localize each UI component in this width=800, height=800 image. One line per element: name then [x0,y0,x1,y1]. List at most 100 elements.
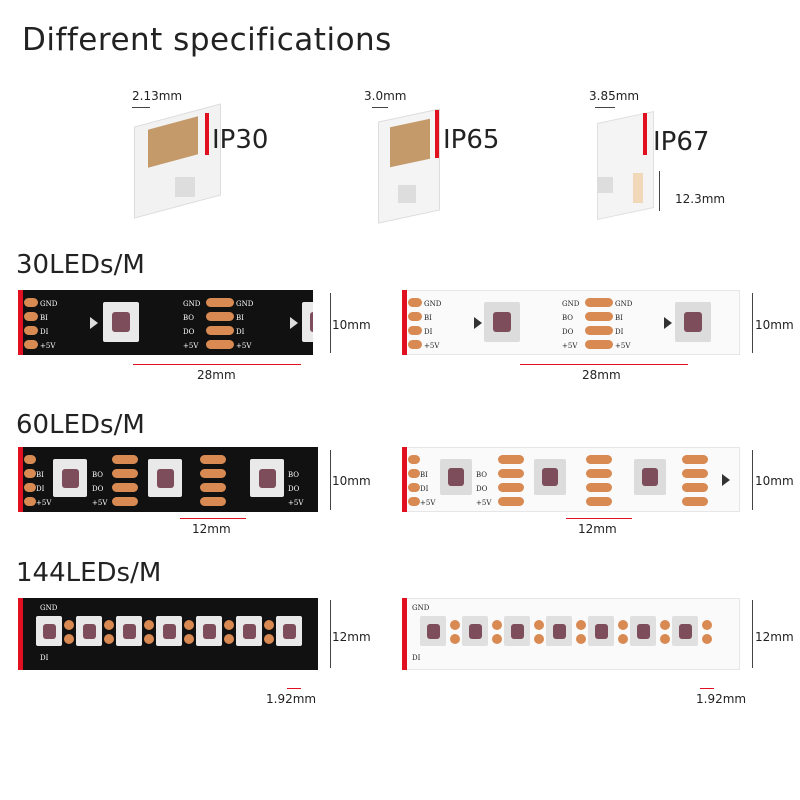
ip67-red-marker [643,113,647,155]
led-chip [116,616,142,646]
led-chip [588,616,614,646]
strip-cut-marker [18,447,23,512]
direction-arrow-icon [290,317,298,329]
strip-60-black-width: 10mm [332,474,371,488]
ip65-label: IP65 [443,125,500,155]
width-dim-tick [330,293,331,353]
led-chip [420,616,446,646]
ip65-adhesive [390,118,430,168]
pad-label-bi: BI [236,314,244,322]
pad-label-bo: BO [183,314,195,322]
pad-label-gnd: GND [562,300,580,308]
pad-label-bo: BO [92,471,104,479]
pad-label-di: DI [412,654,421,662]
ip67-led [597,177,613,193]
strip-30-black-width: 10mm [332,318,371,332]
pad-label-5v: +5V [420,499,436,507]
led-chip [675,302,711,342]
led-chip [76,616,102,646]
led-chip [462,616,488,646]
pad-label-gnd: GND [236,300,254,308]
section-30-leds-label: 30LEDs/M [16,250,145,280]
pad-label-di: DI [40,654,49,662]
pad-label-5v: +5V [615,342,631,350]
direction-arrow-icon [664,317,672,329]
pad-label-bi: BI [420,471,428,479]
width-dim-tick [752,600,753,668]
led-chip [634,459,666,495]
pad-label-do: DO [476,485,488,493]
pitch-dim-line [700,688,714,689]
strip-144-white-pitch: 1.92mm [696,692,747,706]
pad-label-5v: +5V [288,499,304,507]
width-dim-tick [752,293,753,353]
ip65-red-marker [435,110,439,158]
led-chip [630,616,656,646]
strip-60-white: BI DI +5V BO DO +5V [402,447,740,512]
pitch-dim-line [566,518,632,519]
strip-30-white-pitch: 28mm [582,368,621,382]
pad-label-gnd: GND [40,300,58,308]
strip-60-black-pitch: 12mm [192,522,231,536]
led-chip [236,616,262,646]
led-chip [276,616,302,646]
pad-label-do: DO [92,485,104,493]
led-chip [302,302,313,342]
pitch-dim-line [520,364,688,365]
ip67-pads [633,173,643,203]
pad-label-gnd: GND [40,604,58,612]
ip67-width-line [659,171,660,211]
ip67-dim-line [595,107,615,108]
pad-label-5v: +5V [36,499,52,507]
pad-label-do: DO [562,328,574,336]
strip-cut-marker [18,290,23,355]
width-dim-tick [330,450,331,510]
ip30-red-marker [205,113,209,155]
pad-label-di: DI [236,328,245,336]
pad-label-5v: +5V [562,342,578,350]
pad-label-bo: BO [288,471,300,479]
pad-label-do: DO [288,485,300,493]
pad-label-bi: BI [36,471,44,479]
led-chip [250,459,284,497]
direction-arrow-icon [722,474,730,486]
pad-label-bo: BO [476,471,488,479]
page-title: Different specifications [22,22,392,58]
strip-144-white-width: 12mm [755,630,794,644]
ip30-thickness: 2.13mm [132,89,183,103]
pad-label-di: DI [40,328,49,336]
ip30-led [175,177,195,197]
width-dim-tick [330,600,331,668]
ip65-dim-line [372,107,388,108]
pad-label-gnd: GND [424,300,442,308]
ip65-sample: 3.0mm IP65 [360,85,530,225]
led-chip [484,302,520,342]
pad-label-5v: +5V [424,342,440,350]
pad-label-gnd: GND [412,604,430,612]
ip67-sample: 3.85mm IP67 12.3mm [585,85,765,225]
pad-label-di: DI [615,328,624,336]
strip-60-white-width: 10mm [755,474,794,488]
strip-cut-marker [18,598,23,670]
strip-144-black: GND DI [18,598,318,670]
pad-label-5v: +5V [92,499,108,507]
strip-cut-marker [402,447,407,512]
pad-label-bi: BI [615,314,623,322]
ip30-sample: 2.13mm IP30 [120,85,290,219]
led-chip [156,616,182,646]
pad-label-gnd: GND [615,300,633,308]
strip-30-white: GND BI DI +5V GND BO DO +5V GND BI DI +5… [402,290,740,355]
pad-label-5v: +5V [476,499,492,507]
strip-60-black: BI DI +5V BO DO +5V BO DO +5V [18,447,318,512]
pad-label-bo: BO [562,314,574,322]
pad-label-gnd: GND [183,300,201,308]
direction-arrow-icon [474,317,482,329]
width-dim-tick [752,450,753,510]
strip-144-black-pitch: 1.92mm [266,692,317,706]
pitch-dim-line [287,688,301,689]
pad-label-5v: +5V [40,342,56,350]
pad-label-bi: BI [424,314,432,322]
ip30-label: IP30 [212,125,269,155]
strip-30-white-width: 10mm [755,318,794,332]
ip30-dim-line [132,107,150,108]
